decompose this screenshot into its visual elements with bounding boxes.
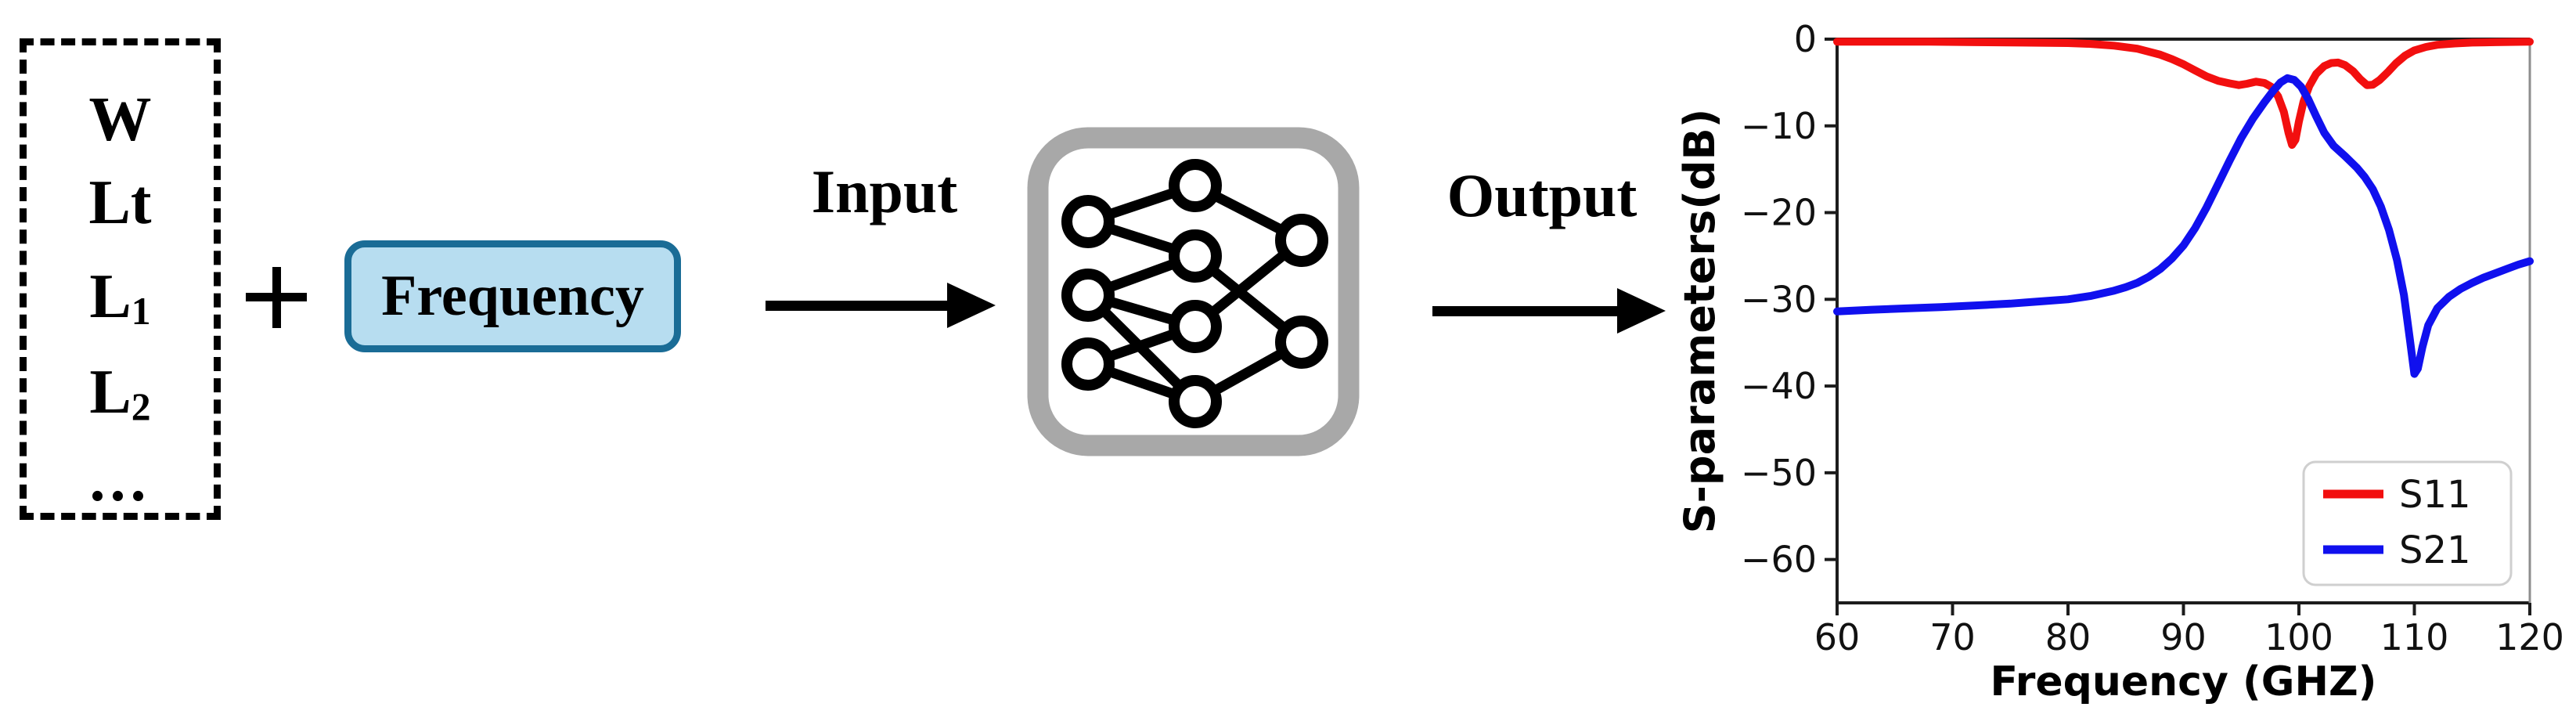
- y-tick-label: −30: [1741, 278, 1817, 320]
- parameter-l1: L1: [89, 262, 151, 333]
- x-tick-label: 70: [1929, 616, 1976, 658]
- output-label: Output: [1447, 161, 1637, 229]
- y-tick-label: −20: [1741, 192, 1817, 234]
- nn-node: [1275, 316, 1328, 369]
- nn-node: [1275, 214, 1328, 267]
- nn-node: [1061, 337, 1115, 391]
- y-tick-label: 0: [1794, 18, 1817, 60]
- parameter-w: W: [88, 85, 152, 154]
- nn-node: [1061, 269, 1115, 322]
- y-tick-label: −50: [1741, 452, 1817, 494]
- nn-node: [1169, 229, 1222, 283]
- frequency-box: Frequency: [344, 240, 681, 352]
- neural-network-icon: [1027, 127, 1360, 456]
- output-arrow: [1432, 306, 1619, 316]
- nn-node: [1169, 300, 1222, 353]
- nn-node: [1169, 375, 1222, 428]
- y-tick-label: −10: [1741, 105, 1817, 147]
- x-tick-label: 110: [2380, 616, 2449, 658]
- input-arrow: [766, 301, 949, 311]
- s21-curve: [1833, 74, 2534, 378]
- nn-node: [1169, 159, 1222, 212]
- x-tick-label: 60: [1814, 616, 1861, 658]
- frequency-label: Frequency: [381, 264, 644, 328]
- legend-label-s11: S11: [2399, 473, 2471, 517]
- input-arrow-head-icon: [947, 283, 996, 328]
- x-tick-label: 120: [2495, 616, 2564, 658]
- parameter-lt: Lt: [88, 168, 152, 237]
- s11-curve: [1833, 38, 2534, 150]
- parameter-l2: L2: [89, 358, 151, 428]
- y-tick-label: −40: [1741, 365, 1817, 407]
- parameter-ellipsis: ...: [89, 445, 151, 514]
- x-tick-label: 100: [2264, 616, 2333, 658]
- output-arrow-head-icon: [1617, 288, 1666, 334]
- x-tick-label: 90: [2160, 616, 2207, 658]
- parameter-box: W Lt L1 L2 ...: [20, 38, 221, 520]
- y-tick-label: −60: [1741, 539, 1817, 581]
- legend-label-s21: S21: [2399, 528, 2471, 572]
- x-tick-label: 80: [2045, 616, 2091, 658]
- nn-node: [1061, 195, 1115, 248]
- input-label: Input: [811, 157, 958, 225]
- x-axis-label: Frequency (GHZ): [1991, 658, 2377, 705]
- y-axis-label: S-parameters(dB): [1675, 109, 1724, 534]
